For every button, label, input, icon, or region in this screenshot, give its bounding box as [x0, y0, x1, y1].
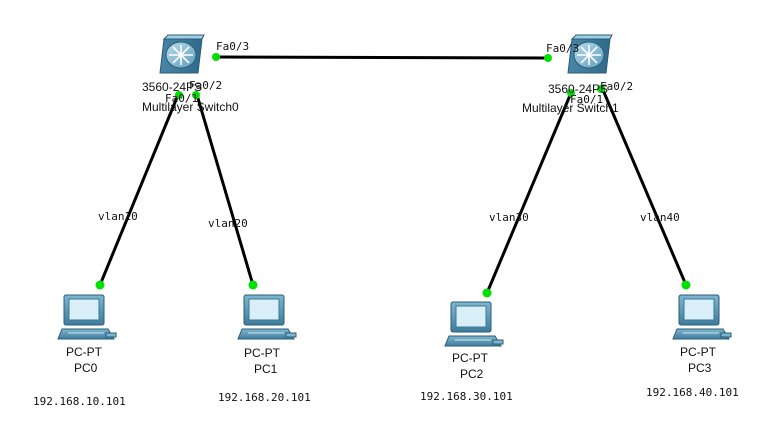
links	[98, 55, 688, 295]
pc-ip-label: 192.168.40.101	[646, 386, 739, 399]
status-dot	[95, 280, 105, 290]
pc-name-label: PC1	[254, 362, 278, 376]
pc-ip-label: 192.168.30.101	[420, 390, 513, 403]
pc-2[interactable]	[444, 301, 504, 347]
port-labels: Fa0/3 Fa0/3 Fa0/2 Fa0/1 Fa0/2 Fa0/1	[165, 40, 633, 106]
vlan-label: vlan20	[208, 217, 248, 230]
switch-model-label: 3560-24PS	[142, 80, 202, 94]
link-pc1[interactable]	[195, 93, 255, 287]
link-pc2[interactable]	[485, 91, 573, 295]
port-label: Fa0/1	[570, 93, 603, 106]
switch-name-label: Multilayer Switch1	[522, 101, 619, 115]
pc-type-label: PC-PT	[244, 346, 281, 360]
pc-name-label: PC2	[460, 367, 484, 381]
pc-ip-label: 192.168.20.101	[218, 391, 311, 404]
link-pc3[interactable]	[601, 88, 688, 287]
status-dot	[212, 53, 220, 61]
pc-icon	[237, 294, 297, 340]
switch-model-label: 3560-24PS	[548, 82, 608, 96]
status-dot	[175, 91, 183, 99]
status-dot	[681, 280, 691, 290]
multilayer-switch-0[interactable]: 3560-24PS Multilayer Switch0	[142, 34, 239, 114]
vlan-label: vlan30	[489, 211, 529, 224]
pc-name-label: PC0	[74, 361, 98, 375]
port-status-dots	[95, 53, 691, 298]
vlan-labels: vlan10 vlan20 vlan30 vlan40	[98, 210, 680, 230]
pc-type-label: PC-PT	[680, 345, 717, 359]
multilayer-switch-icon	[567, 34, 613, 74]
multilayer-switch-1[interactable]: 3560-24PS Multilayer Switch1	[522, 34, 619, 115]
status-dot	[597, 85, 605, 93]
pc-ip-label: 192.168.10.101	[33, 395, 126, 408]
port-label: Fa0/1	[165, 92, 198, 105]
status-dot	[544, 54, 552, 62]
pc-1[interactable]	[237, 294, 297, 340]
pc-name-label: PC3	[688, 361, 712, 375]
port-label: Fa0/3	[216, 40, 249, 53]
port-label: Fa0/2	[189, 79, 222, 92]
pc-type-label: PC-PT	[452, 351, 489, 365]
vlan-label: vlan40	[640, 211, 680, 224]
pc-icon	[57, 294, 117, 340]
port-label: Fa0/3	[546, 42, 579, 55]
status-dot	[482, 288, 492, 298]
status-dot	[248, 280, 258, 290]
pc-3[interactable]	[672, 294, 732, 340]
trunk-link[interactable]	[214, 55, 550, 60]
link-pc0[interactable]	[98, 93, 180, 287]
multilayer-switch-icon	[159, 34, 205, 74]
status-dot	[567, 89, 575, 97]
pc-type-label: PC-PT	[66, 345, 103, 359]
switch-name-label: Multilayer Switch0	[142, 100, 239, 114]
vlan-label: vlan10	[98, 210, 138, 223]
pc-icon	[444, 301, 504, 347]
pc-icon	[672, 294, 732, 340]
port-label: Fa0/2	[600, 80, 633, 93]
pc-0[interactable]	[57, 294, 117, 340]
status-dot	[192, 91, 200, 99]
